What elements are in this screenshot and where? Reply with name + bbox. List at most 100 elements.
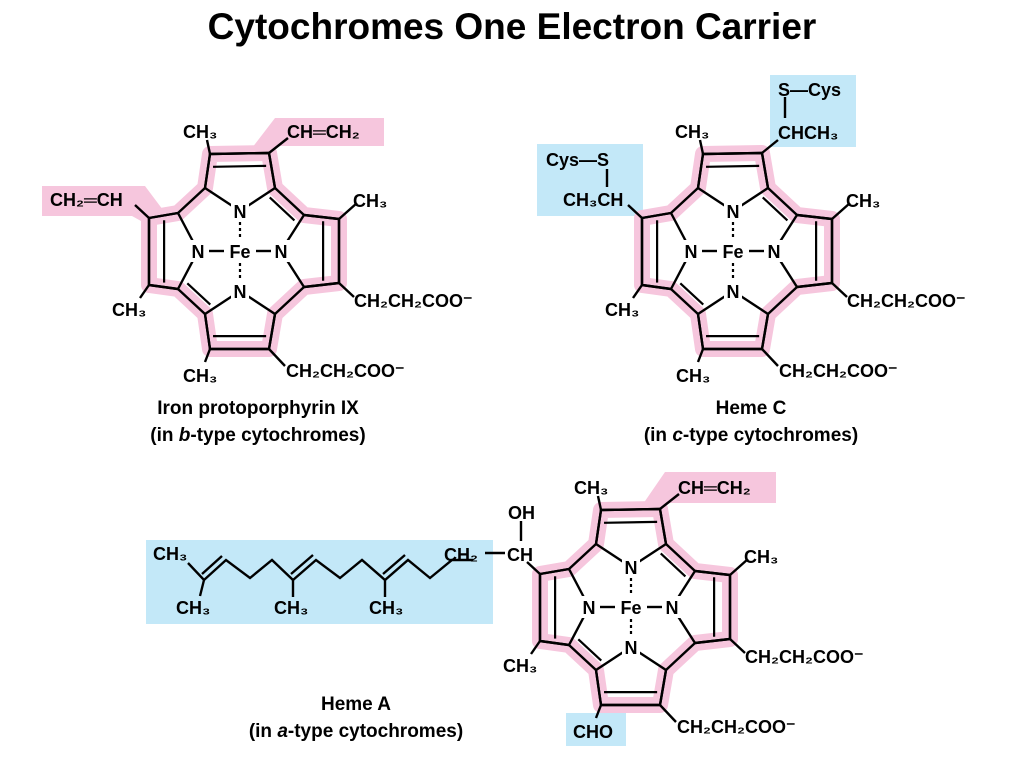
- pyrrole-ring-bottom: [594, 645, 668, 707]
- nitrogen-atom-label: N: [727, 202, 740, 222]
- isoprenoid-ch3-label: CH₃: [176, 598, 210, 618]
- protoporphyrin-caption-line1: Iron protoporphyrin IX: [157, 398, 359, 419]
- ch3ch-left-label: CH₃CH: [563, 190, 623, 210]
- propionate-bottom-label: CH₂CH₂COO⁻: [779, 361, 898, 381]
- atom-label-bg: [616, 596, 646, 618]
- isoprenoid-ch3-label: CH₃: [274, 598, 308, 618]
- double-bond-line: [577, 638, 602, 662]
- atom-label-bg: [272, 240, 290, 262]
- pyrrole-ring-bottom: [203, 289, 277, 351]
- cho-label: CHO: [573, 722, 613, 742]
- ch3-left-label: CH₃: [503, 656, 537, 676]
- pyrrole-ring-bottom: [696, 289, 770, 351]
- atom-label-bg: [718, 240, 748, 262]
- atom-label-bg: [231, 200, 249, 222]
- ch3-top-label: CH₃: [183, 122, 217, 142]
- ch3-top-label: CH₃: [574, 478, 608, 498]
- oh-label: OH: [508, 503, 535, 523]
- heme-a-caption-line1: Heme A: [321, 694, 391, 715]
- pyrrole-ring-top: [696, 151, 770, 213]
- nitrogen-atom-label: N: [666, 598, 679, 618]
- atom-label-bg: [231, 280, 249, 302]
- nitrogen-atom-label: N: [583, 598, 596, 618]
- atom-label-bg: [663, 596, 681, 618]
- pyrrole-ring-right: [772, 213, 834, 289]
- heme-a-substituent-bonds: [187, 493, 749, 723]
- vinyl-left-label: CH₂═CH: [50, 190, 123, 210]
- propionate-right-label: CH₂CH₂COO⁻: [354, 291, 473, 311]
- atom-label-bg: [765, 240, 783, 262]
- iron-atom-label: Fe: [620, 598, 641, 618]
- iron-atom-label: Fe: [722, 242, 743, 262]
- pyrrole-ring-left: [538, 567, 591, 647]
- nitrogen-atom-label: N: [685, 242, 698, 262]
- atom-label-bg: [189, 240, 207, 262]
- atom-label-bg: [682, 240, 700, 262]
- ch3-bottom-label: CH₃: [676, 366, 710, 386]
- double-bond-line: [706, 164, 760, 168]
- heme-c-caption-line2: (in c-type cytochromes): [644, 425, 858, 446]
- ch3-right-label: CH₃: [846, 191, 880, 211]
- pink-vinyl-top-a-highlight: [643, 472, 776, 512]
- ch-link-label: CH: [507, 545, 533, 565]
- atom-label-bg: [225, 240, 255, 262]
- double-bond-line: [604, 520, 658, 524]
- s-cys-top-label: S—Cys: [778, 80, 841, 100]
- ch3-bottom-label: CH₃: [183, 366, 217, 386]
- isoprenoid-ch3-label: CH₃: [153, 544, 187, 564]
- slide-title: Cytochromes One Electron Carrier: [207, 6, 817, 47]
- blue-thioether-left-highlight: [537, 144, 643, 216]
- pyrrole-ring-top: [203, 151, 277, 213]
- protoporphyrin-caption-line2: (in b-type cytochromes): [150, 425, 365, 446]
- heme-a-core: N N N N Fe: [532, 501, 738, 713]
- pink-vinyl-top-highlight: [252, 118, 384, 156]
- heme-a-labels: OH CH CH₂ CH₃ CH₃ CH₃ CH₃ CH₃ CH═CH₂ CH₃…: [153, 478, 864, 742]
- nitrogen-atom-label: N: [234, 202, 247, 222]
- propionate-right-label: CH₂CH₂COO⁻: [745, 647, 864, 667]
- double-bond-line: [213, 164, 267, 168]
- ch3-right-label: CH₃: [744, 547, 778, 567]
- atom-label-bg: [724, 280, 742, 302]
- nitrogen-atom-label: N: [727, 282, 740, 302]
- propionate-right-label: CH₂CH₂COO⁻: [847, 291, 966, 311]
- nitrogen-atom-label: N: [768, 242, 781, 262]
- iron-atom-label: Fe: [229, 242, 250, 262]
- atom-label-bg: [622, 636, 640, 658]
- heme-a-caption-line2: (in a-type cytochromes): [249, 721, 463, 742]
- heme-c-caption-line1: Heme C: [716, 398, 787, 419]
- pyrrole-ring-top: [594, 507, 668, 569]
- chch3-top-label: CHCH₃: [778, 123, 838, 143]
- protoporphyrin-labels: CH₃ CH═CH₂ CH₂═CH CH₃ CH₃ CH₂CH₂COO⁻ CH₃…: [50, 122, 473, 446]
- vinyl-top-label: CH═CH₂: [287, 122, 360, 142]
- propionate-bottom-label: CH₂CH₂COO⁻: [286, 361, 405, 381]
- vinyl-top-label: CH═CH₂: [678, 478, 751, 498]
- double-bond-line: [269, 196, 296, 222]
- double-bond-line: [186, 282, 211, 306]
- pyrrole-ring-left: [147, 211, 200, 291]
- nitrogen-atom-label: N: [625, 558, 638, 578]
- double-bond-line: [762, 196, 789, 222]
- pyrrole-ring-right: [670, 569, 732, 645]
- protoporphyrin-substituent-bonds: [134, 137, 358, 367]
- cys-s-left-label: Cys—S: [546, 150, 609, 170]
- isoprenoid-ch3-label: CH₃: [369, 598, 403, 618]
- pink-vinyl-left-highlight: [42, 186, 166, 226]
- heme-c-labels: S—Cys CHCH₃ Cys—S CH₃CH CH₃ CH₃ CH₃ CH₂C…: [546, 80, 966, 446]
- ch3-left-label: CH₃: [605, 300, 639, 320]
- atom-label-bg: [622, 556, 640, 578]
- nitrogen-atom-label: N: [234, 282, 247, 302]
- pyrrole-ring-right: [279, 213, 341, 289]
- double-bond-line: [660, 552, 687, 578]
- ch3-right-label: CH₃: [353, 191, 387, 211]
- nitrogen-atom-label: N: [625, 638, 638, 658]
- ch2-link-label: CH₂: [444, 545, 478, 565]
- propionate-bottom-label: CH₂CH₂COO⁻: [677, 717, 796, 737]
- atom-label-bg: [580, 596, 598, 618]
- highlights: [42, 75, 856, 746]
- atom-label-bg: [724, 200, 742, 222]
- heme-c-core: N N N N Fe: [634, 145, 840, 357]
- double-bond-line: [679, 282, 704, 306]
